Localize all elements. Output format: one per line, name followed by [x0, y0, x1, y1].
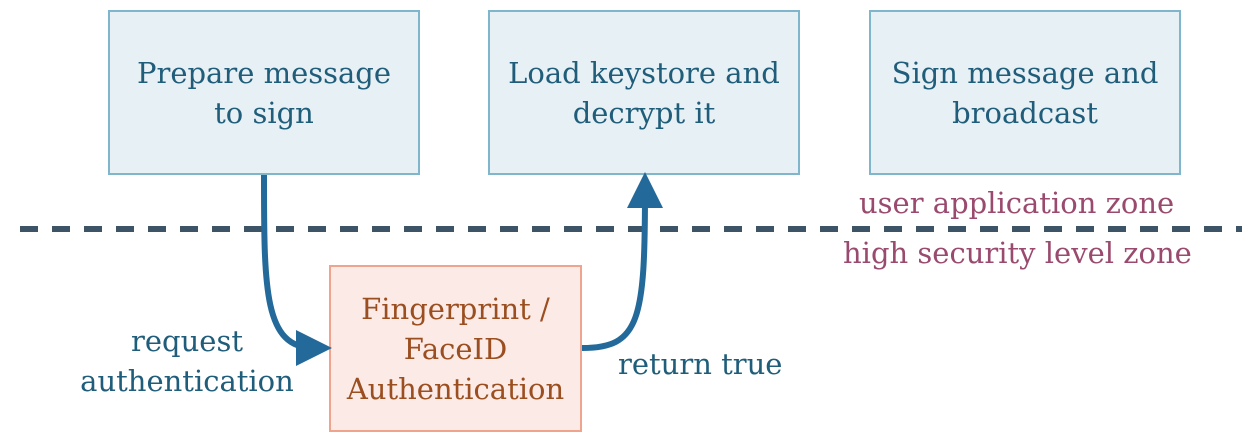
request-label-line-2: authentication [80, 364, 294, 398]
sign-message-line-2: broadcast [952, 95, 1098, 130]
load-keystore-line-2: decrypt it [572, 95, 716, 130]
high-security-zone-label: high security level zone [843, 236, 1192, 270]
authentication-box: Fingerprint / FaceID Authentication [329, 265, 582, 432]
authentication-line-1: Fingerprint / [361, 291, 550, 326]
prepare-message-line-1: Prepare message [136, 55, 392, 90]
user-application-zone-label: user application zone [859, 186, 1175, 220]
load-keystore-line-1: Load keystore and [508, 55, 780, 90]
request-auth-arrow [261, 174, 332, 366]
authentication-line-2: FaceID [403, 331, 508, 366]
return-true-arrow [581, 172, 663, 351]
sign-message-line-1: Sign message and [891, 55, 1159, 90]
prepare-message-line-2: to sign [214, 95, 314, 130]
authentication-line-3: Authentication [346, 371, 565, 406]
sign-message-box: Sign message and broadcast [869, 10, 1181, 175]
request-authentication-label: request authentication [74, 321, 300, 401]
load-keystore-box: Load keystore and decrypt it [488, 10, 800, 175]
prepare-message-box: Prepare message to sign [108, 10, 420, 175]
return-true-label: return true [618, 347, 783, 381]
request-label-line-1: request [131, 324, 243, 358]
